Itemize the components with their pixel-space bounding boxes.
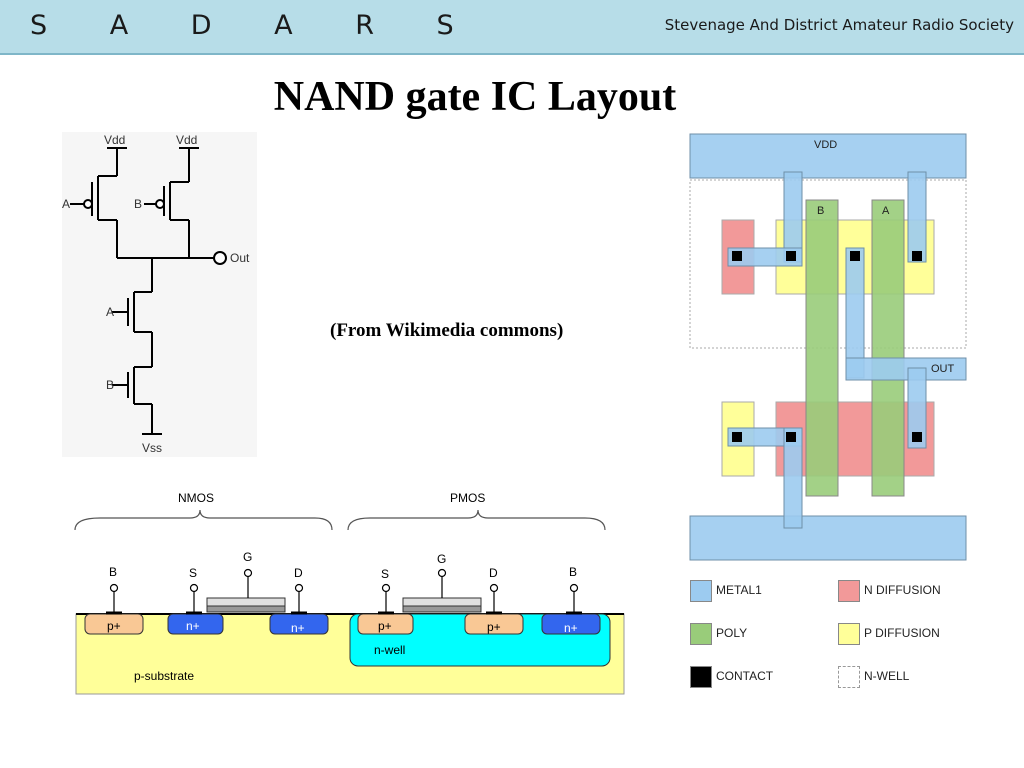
society-name: Stevenage And District Amateur Radio Soc… xyxy=(664,16,1014,34)
layout-input-a-label: A xyxy=(882,205,890,217)
pplus-source: p+ xyxy=(378,619,392,633)
header-bar: S A D A R S Stevenage And District Amate… xyxy=(0,0,1024,55)
output-label: Out xyxy=(230,251,250,265)
term-g-right: G xyxy=(437,552,446,566)
layer-legend: METAL1 N DIFFUSION POLY P DIFFUSION CONTACT N… xyxy=(690,580,990,690)
term-s-right: S xyxy=(381,567,389,581)
nmos-label: NMOS xyxy=(178,491,214,505)
term-d-left: D xyxy=(294,566,303,580)
nplus-body: n+ xyxy=(564,621,578,635)
pplus-left: p+ xyxy=(107,619,121,633)
nmos-brace xyxy=(74,509,333,531)
nand-schematic: Vdd Vdd A B Out A B Vss xyxy=(62,132,257,457)
nplus-drain: n+ xyxy=(291,621,305,635)
term-g-left: G xyxy=(243,550,252,564)
input-a-top-label: A xyxy=(62,197,70,211)
sadars-logo: S A D A R S xyxy=(30,10,481,41)
image-credit: (From Wikimedia commons) xyxy=(330,320,564,341)
legend-label: N-WELL xyxy=(864,669,910,683)
legend-swatch xyxy=(838,580,860,602)
substrate-label: p-substrate xyxy=(134,669,194,683)
legend-label: POLY xyxy=(716,626,748,640)
layout-vdd-label: VDD xyxy=(814,139,837,151)
legend-swatch xyxy=(690,666,712,688)
pmos-brace xyxy=(347,509,606,531)
input-b-bottom-label: B xyxy=(106,378,114,392)
legend-swatch xyxy=(838,666,860,688)
nwell-label: n-well xyxy=(374,643,405,657)
nand-layout: VDD B A OUT xyxy=(689,133,967,561)
legend-swatch xyxy=(838,623,860,645)
cmos-cross-section: NMOS PMOS B S G D S G D B p+ n+ n+ xyxy=(74,491,625,695)
legend-label: N DIFFUSION xyxy=(864,583,941,597)
input-b-top-label: B xyxy=(134,197,142,211)
layout-input-b-label: B xyxy=(817,205,824,217)
term-b-right: B xyxy=(569,565,577,579)
legend-label: P DIFFUSION xyxy=(864,626,940,640)
slide-title: NAND gate IC Layout xyxy=(273,74,677,120)
nplus-source: n+ xyxy=(186,619,200,633)
vdd-right-label: Vdd xyxy=(176,133,197,147)
layout-out-label: OUT xyxy=(931,363,955,375)
vss-label: Vss xyxy=(142,441,162,455)
vdd-left-label: Vdd xyxy=(104,133,125,147)
pplus-drain: p+ xyxy=(487,620,501,634)
legend-label: CONTACT xyxy=(716,669,774,683)
legend-label: METAL1 xyxy=(716,583,762,597)
input-a-bottom-label: A xyxy=(106,305,114,319)
term-s-left: S xyxy=(189,566,197,580)
legend-swatch xyxy=(690,580,712,602)
legend-swatch xyxy=(690,623,712,645)
term-b-left: B xyxy=(109,565,117,579)
term-d-right: D xyxy=(489,566,498,580)
pmos-label: PMOS xyxy=(450,491,485,505)
